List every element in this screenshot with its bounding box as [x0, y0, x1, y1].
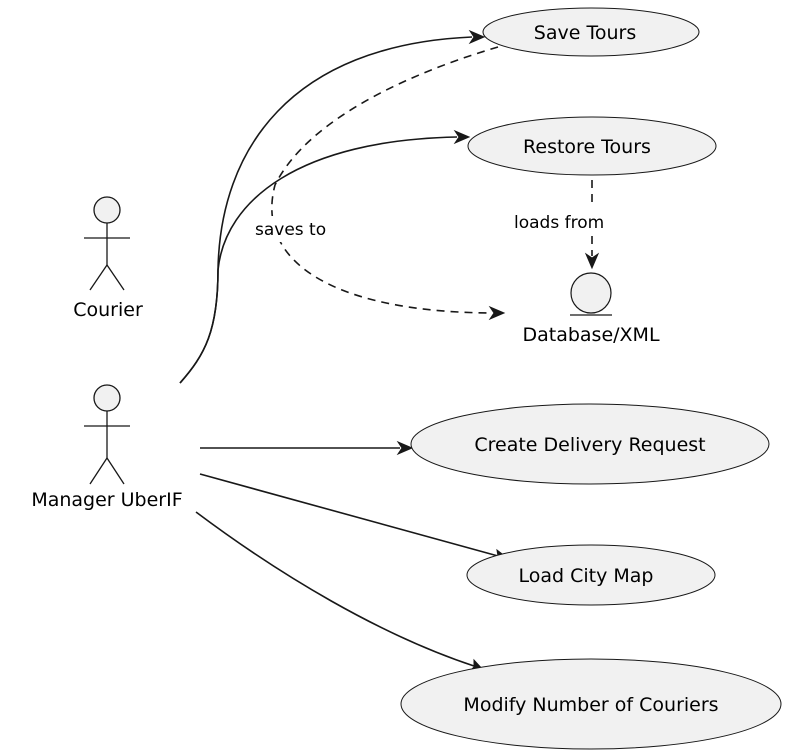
save-tours-label: Save Tours — [534, 22, 636, 44]
usecase-restore-tours: Restore Tours — [467, 116, 717, 176]
restore-tours-label: Restore Tours — [523, 136, 651, 158]
manager-label: Manager UberIF — [31, 489, 182, 511]
modify-number-of-couriers-label: Modify Number of Couriers — [463, 694, 718, 716]
courier-right-leg — [106, 264, 125, 291]
usecase-modify-number-of-couriers: Modify Number of Couriers — [400, 658, 782, 750]
arrowhead-restore-tours — [453, 129, 471, 145]
courier-head — [93, 196, 121, 224]
usecase-load-city-map: Load City Map — [466, 544, 716, 606]
arrowhead-save-tours — [468, 29, 486, 45]
arrowhead-create-delivery-request — [396, 440, 414, 456]
actor-manager: Manager UberIF — [31, 384, 183, 511]
courier-left-leg — [89, 264, 108, 291]
manager-left-leg — [89, 457, 108, 485]
arrowhead-database-from-restore — [584, 252, 600, 270]
arrowhead-database-from-save — [488, 305, 506, 321]
loads-from-label: loads from — [514, 213, 604, 233]
manager-right-leg — [106, 457, 125, 485]
edge-save-tours-database — [271, 46, 499, 314]
load-city-map-label: Load City Map — [519, 565, 654, 587]
manager-head — [93, 384, 121, 412]
create-delivery-request-label: Create Delivery Request — [474, 434, 705, 456]
database-label: Database/XML — [522, 324, 659, 346]
database-icon — [570, 272, 612, 314]
saves-to-label-bg — [252, 216, 352, 242]
edge-manager-save-tours — [179, 36, 473, 384]
courier-label: Courier — [73, 299, 143, 321]
usecase-save-tours: Save Tours — [482, 7, 700, 57]
actor-courier: Courier — [73, 196, 143, 321]
loads-from-label-bg — [511, 208, 635, 234]
entity-database: Database/XML — [522, 272, 660, 346]
edge-manager-load-city-map — [199, 473, 499, 557]
saves-to-label: saves to — [255, 220, 326, 240]
usecase-create-delivery-request: Create Delivery Request — [410, 403, 770, 485]
edge-manager-restore-tours — [179, 136, 458, 384]
edge-manager-modify-couriers — [195, 511, 475, 667]
